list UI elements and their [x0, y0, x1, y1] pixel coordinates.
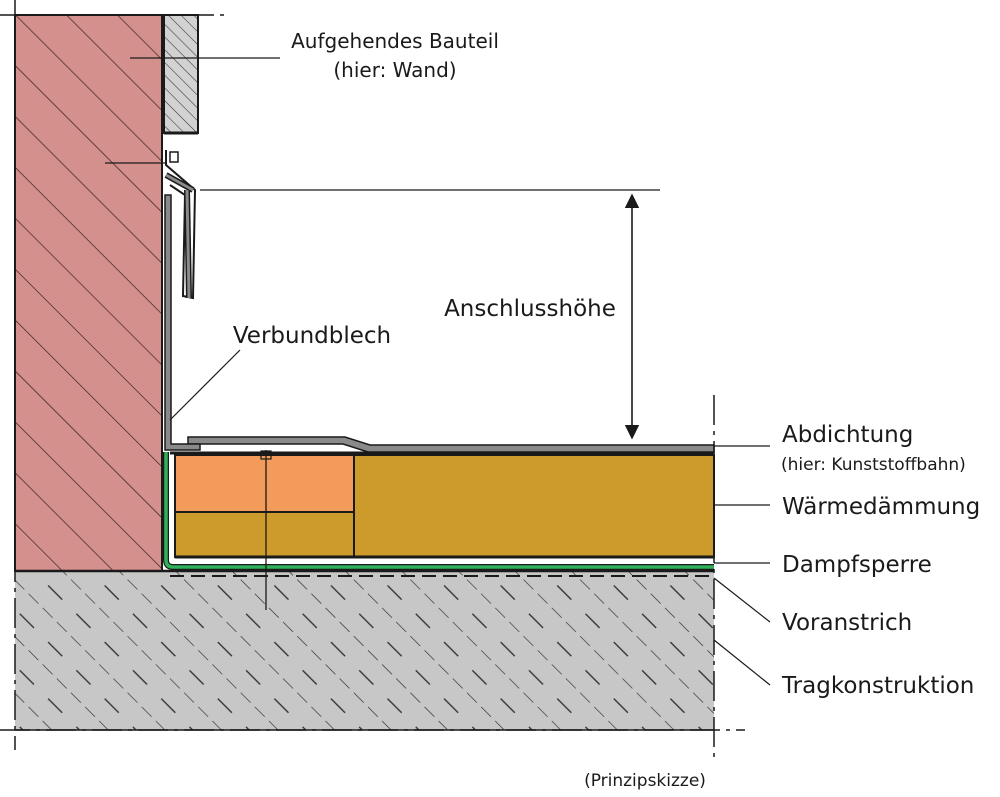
label-aufgehendes-line1: Aufgehendes Bauteil	[291, 29, 499, 53]
label-dampfsperre: Dampfsperre	[782, 552, 932, 578]
insulation-orange-block	[174, 454, 355, 513]
label-anschlusshoehe: Anschlusshöhe	[444, 296, 616, 322]
insulation-lower-block	[174, 511, 355, 558]
leader-tragkonstruktion	[713, 639, 771, 686]
label-prinzipskizze: (Prinzipskizze)	[584, 771, 706, 791]
label-abdichtung-sub: (hier: Kunststoffbahn)	[781, 455, 966, 475]
label-abdichtung: Abdichtung	[782, 422, 913, 448]
leader-verbundblech	[169, 349, 241, 421]
label-aufgehendes-line2: (hier: Wand)	[333, 58, 456, 82]
composite-sheet	[164, 194, 201, 451]
label-verbundblech: Verbundblech	[233, 323, 391, 349]
wall-body	[14, 14, 163, 572]
wall-cladding	[163, 14, 199, 134]
membrane	[187, 436, 715, 453]
leader-voranstrich	[713, 577, 771, 623]
label-waermedaemmung: Wärmedämmung	[782, 494, 980, 520]
concrete-slab	[15, 571, 714, 730]
label-voranstrich: Voranstrich	[782, 610, 912, 636]
label-tragkonstruktion: Tragkonstruktion	[781, 673, 974, 699]
